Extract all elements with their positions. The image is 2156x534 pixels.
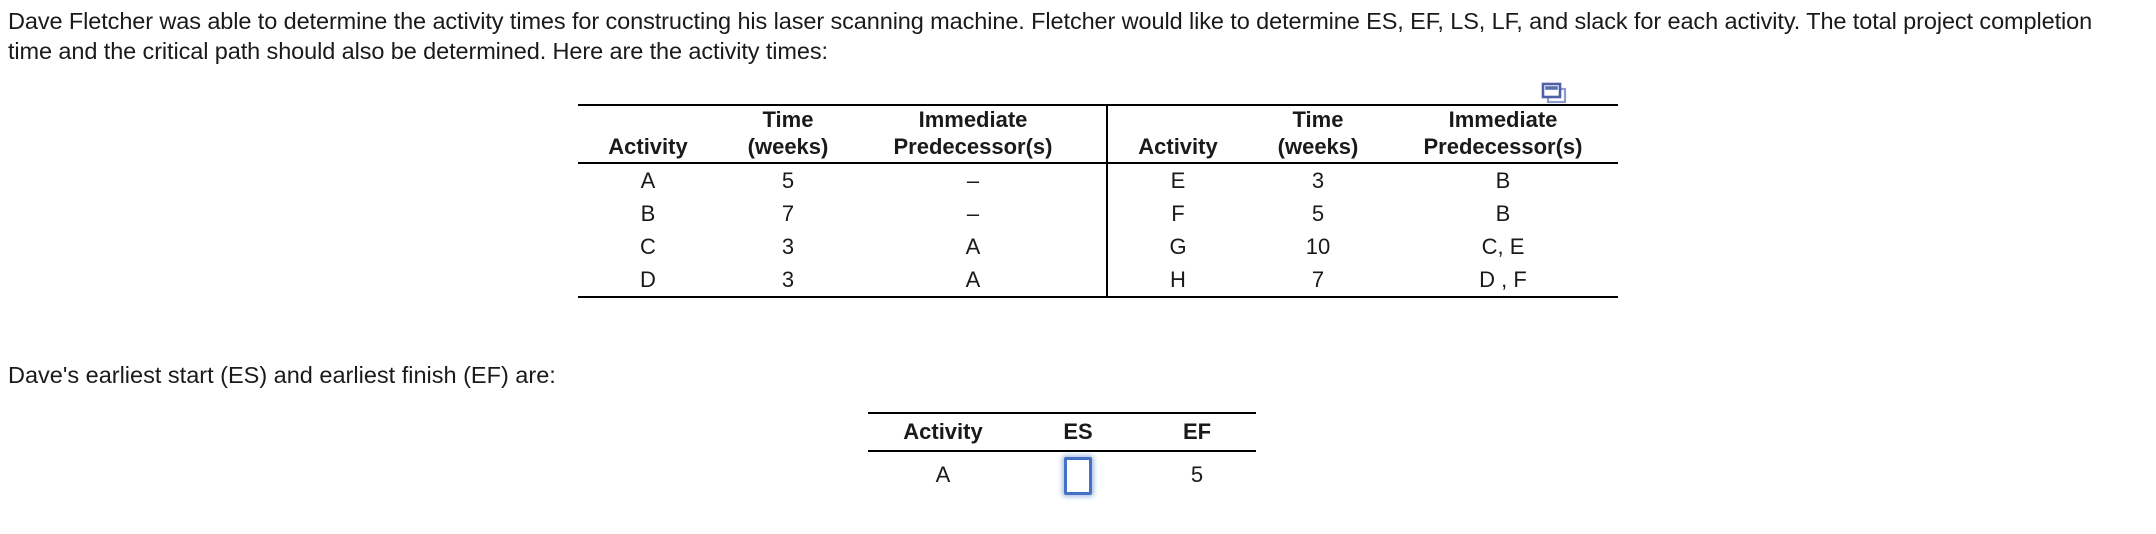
header-spacer-right xyxy=(1108,106,1248,133)
table-row: B 7 – F 5 B xyxy=(578,197,1618,230)
header-pred-left-line2: Predecessor(s) xyxy=(893,134,1053,159)
cell-gap xyxy=(1088,230,1107,263)
header-esef-activity: Activity xyxy=(868,412,1018,452)
header-pred-right: Immediate Predecessor(s) xyxy=(1388,104,1618,162)
header-pred-left: Immediate Predecessor(s) xyxy=(858,104,1088,162)
table-row: A 5 xyxy=(868,451,1256,498)
header-pred-right-line1: Immediate xyxy=(1448,107,1558,132)
cell-activity: E xyxy=(1106,163,1248,197)
activity-times-table: Activity Time (weeks) Immediate Predeces… xyxy=(578,104,1618,298)
activity-table-header-row: Activity Time (weeks) Immediate Predeces… xyxy=(578,104,1618,162)
header-time-right-line1: Time xyxy=(1292,107,1344,132)
header-gap xyxy=(1088,104,1107,162)
activity-table-head: Activity Time (weeks) Immediate Predeces… xyxy=(578,104,1618,164)
header-time-left-line1: Time xyxy=(762,107,814,132)
cell-time: 5 xyxy=(1311,201,1325,226)
cell-gap xyxy=(1088,163,1107,197)
header-activity-left-label: Activity xyxy=(608,134,688,159)
cell-esef-es xyxy=(1018,451,1138,498)
header-time-left: Time (weeks) xyxy=(718,104,858,162)
es-ef-answer-table: Activity ES EF A 5 xyxy=(868,412,1256,498)
cell-activity: D xyxy=(578,263,718,298)
esef-header-row: Activity ES EF xyxy=(868,412,1256,452)
cell-predecessors: – xyxy=(966,201,980,226)
duplicate-window-icon[interactable] xyxy=(1538,82,1572,106)
table-row: D 3 A H 7 D , F xyxy=(578,263,1618,298)
cell-time: 5 xyxy=(781,168,795,193)
cell-time: 10 xyxy=(1305,234,1331,259)
cell-time: 3 xyxy=(1311,168,1325,193)
cell-predecessors: C, E xyxy=(1481,234,1525,259)
cell-predecessors: A xyxy=(965,234,981,259)
cell-predecessors: B xyxy=(1495,201,1511,226)
esef-table-head: Activity ES EF xyxy=(868,412,1256,452)
header-pred-right-line2: Predecessor(s) xyxy=(1423,134,1583,159)
activity-table-body: A 5 – E 3 B B 7 – F 5 B C 3 A xyxy=(578,163,1618,298)
header-activity-right-label: Activity xyxy=(1138,134,1218,159)
header-time-left-line2: (weeks) xyxy=(747,134,829,159)
table-row: A 5 – E 3 B xyxy=(578,163,1618,197)
table-row: C 3 A G 10 C, E xyxy=(578,230,1618,263)
cell-activity: B xyxy=(640,201,656,226)
header-time-right: Time (weeks) xyxy=(1248,104,1388,162)
cell-predecessors: – xyxy=(966,168,980,193)
cell-esef-activity: A xyxy=(935,462,951,487)
header-pred-left-line1: Immediate xyxy=(918,107,1028,132)
header-esef-ef: EF xyxy=(1138,412,1256,452)
esef-table-body: A 5 xyxy=(868,451,1256,498)
cell-activity: G xyxy=(1106,230,1248,263)
cell-time: 7 xyxy=(781,201,795,226)
cell-predecessors: A xyxy=(858,263,1088,298)
cell-gap xyxy=(1088,263,1107,298)
cell-time: 3 xyxy=(718,263,858,298)
activity-table: Activity Time (weeks) Immediate Predeces… xyxy=(578,104,1618,298)
cell-predecessors: D , F xyxy=(1388,263,1618,298)
header-activity-left: Activity xyxy=(578,104,718,162)
cell-activity: A xyxy=(640,168,656,193)
esef-table: Activity ES EF A 5 xyxy=(868,412,1256,498)
cell-predecessors: B xyxy=(1495,168,1511,193)
cell-gap xyxy=(1088,197,1107,230)
cell-activity: F xyxy=(1106,197,1248,230)
cell-time: 7 xyxy=(1248,263,1388,298)
es-ef-prompt-text: Dave's earliest start (ES) and earliest … xyxy=(8,362,556,388)
cell-activity: H xyxy=(1106,263,1248,298)
cell-time: 3 xyxy=(781,234,795,259)
header-activity-right: Activity xyxy=(1106,104,1248,162)
header-esef-es: ES xyxy=(1018,412,1138,452)
header-spacer-left xyxy=(578,106,718,133)
problem-intro-text: Dave Fletcher was able to determine the … xyxy=(8,8,2093,64)
es-answer-input[interactable] xyxy=(1064,457,1092,496)
header-time-right-line2: (weeks) xyxy=(1277,134,1359,159)
cell-esef-ef: 5 xyxy=(1190,462,1204,487)
cell-activity: C xyxy=(640,234,656,259)
